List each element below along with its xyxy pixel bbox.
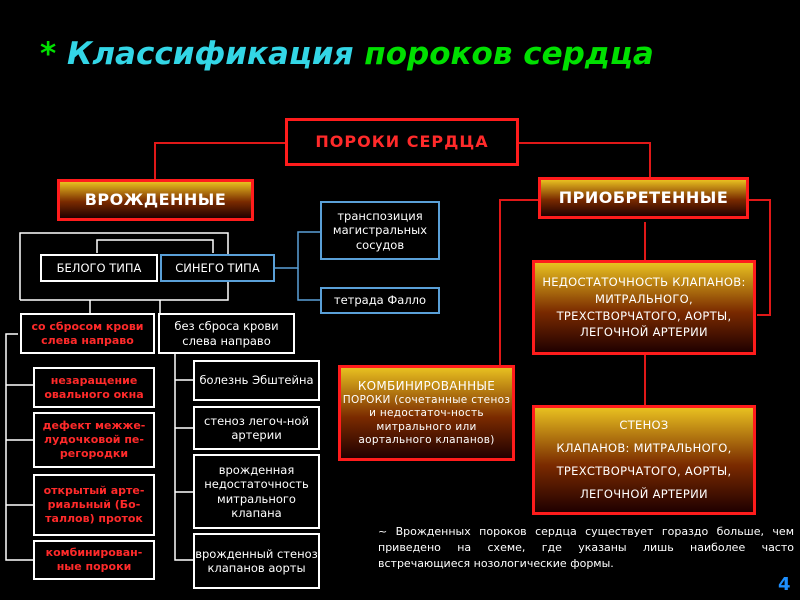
stenosis-line-4: ЛЕГОЧНОЙ АРТЕРИИ	[580, 487, 708, 502]
combined-text: ПОРОКИ (сочетанные стеноз и недостаточ-н…	[342, 394, 511, 446]
with-shunt-item-3: открытый арте-риальный (Бо-таллов) прото…	[33, 474, 155, 536]
with-shunt-item-4: комбинирован-ные пороки	[33, 540, 155, 580]
without-shunt-item-1: болезнь Эбштейна	[193, 360, 320, 401]
with-shunt-box: со сбросом крови слева направо	[20, 313, 155, 354]
stenosis-line-1: СТЕНОЗ	[619, 418, 669, 433]
blue-type-box: СИНЕГО ТИПА	[160, 254, 275, 282]
stenosis-line-3: ТРЕХСТВОРЧАТОГО, АОРТЫ,	[556, 464, 732, 479]
combined-node: КОМБИНИРОВАННЫЕ ПОРОКИ (сочетанные стено…	[338, 365, 515, 461]
without-shunt-item-2: стеноз легоч-ной артерии	[193, 406, 320, 450]
page-number: 4	[778, 574, 791, 595]
root-node: ПОРОКИ СЕРДЦА	[285, 118, 519, 166]
fallot-tetrad-box: тетрада Фалло	[320, 287, 440, 314]
insufficiency-node: НЕДОСТАТОЧНОСТЬ КЛАПАНОВ: МИТРАЛЬНОГО, Т…	[532, 260, 756, 355]
title-star: *	[40, 36, 57, 72]
slide-title: * Классификация пороков сердца	[40, 36, 654, 72]
white-type-box: БЕЛОГО ТИПА	[40, 254, 158, 282]
congenital-node: ВРОЖДЕННЫЕ	[57, 179, 254, 221]
title-part2: пороков сердца	[364, 36, 654, 72]
combined-title: КОМБИНИРОВАННЫЕ	[357, 379, 496, 394]
stenosis-node: СТЕНОЗ КЛАПАНОВ: МИТРАЛЬНОГО, ТРЕХСТВОРЧ…	[532, 405, 756, 515]
title-part1: Классификация	[67, 36, 354, 72]
with-shunt-item-2: дефект межже-лудочковой пе-регородки	[33, 412, 155, 468]
footnote: ~ Врожденных пороков сердца существует г…	[378, 525, 794, 570]
with-shunt-item-1: незаращение овального окна	[33, 367, 155, 408]
without-shunt-item-3: врожденная недостаточность митрального к…	[193, 454, 320, 529]
acquired-node: ПРИОБРЕТЕННЫЕ	[538, 177, 749, 219]
without-shunt-box: без сброса крови слева направо	[158, 313, 295, 354]
without-shunt-item-4: врожденный стеноз клапанов аорты	[193, 533, 320, 589]
transposition-box: транспозиция магистральных сосудов	[320, 201, 440, 260]
stenosis-line-2: КЛАПАНОВ: МИТРАЛЬНОГО,	[556, 441, 732, 456]
